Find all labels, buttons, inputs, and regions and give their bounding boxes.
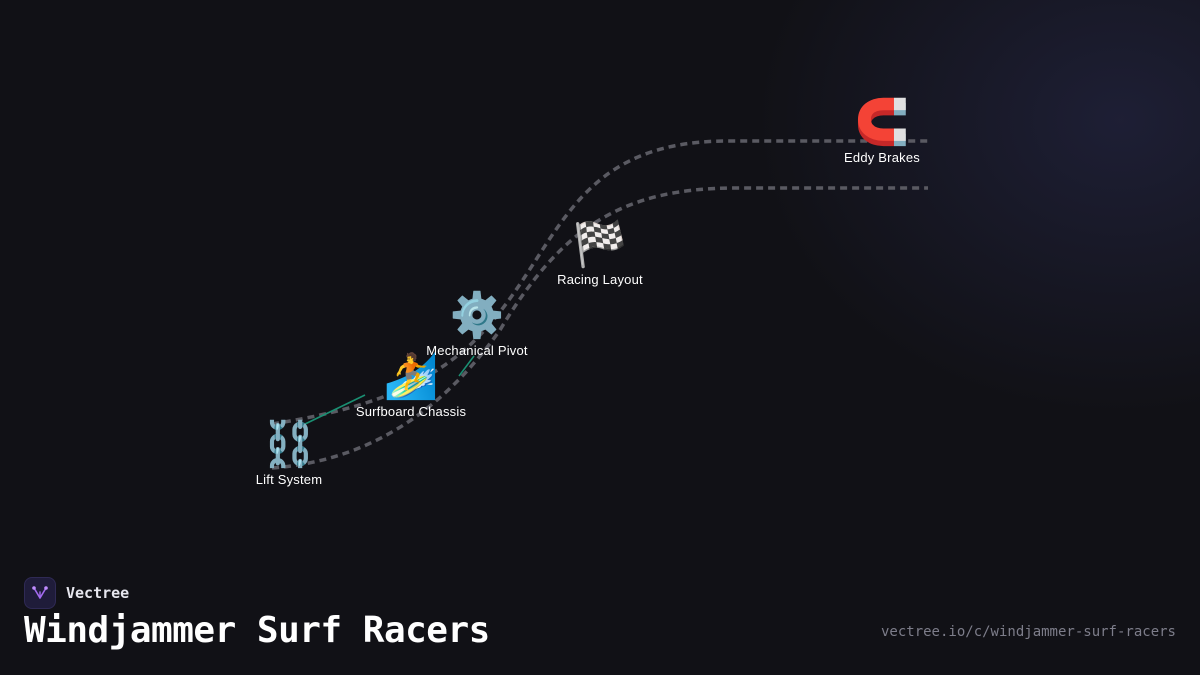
node-label: Eddy Brakes: [844, 150, 920, 165]
brand[interactable]: Vectree: [24, 577, 129, 609]
gear-icon: ⚙️: [449, 291, 505, 340]
node-label: Mechanical Pivot: [426, 343, 528, 358]
brand-name: Vectree: [66, 584, 130, 602]
node-lift-system[interactable]: ⛓️ Lift System: [256, 420, 323, 487]
node-surfboard-chassis[interactable]: 🏄 Surfboard Chassis: [356, 352, 466, 419]
chain-icon: ⛓️: [261, 420, 317, 469]
node-label: Lift System: [255, 472, 323, 487]
node-label: Surfboard Chassis: [355, 404, 467, 419]
track-lower: [271, 186, 928, 470]
page-title: Windjammer Surf Racers: [24, 610, 490, 651]
connector-surfboard-pivot: [458, 355, 475, 377]
track-upper: [271, 139, 928, 426]
vectree-logo-icon: [24, 577, 56, 609]
connector-lift-surfboard: [302, 394, 366, 426]
node-label: Racing Layout: [557, 272, 643, 287]
surfer-icon: 🏄: [383, 352, 439, 401]
magnet-icon: 🧲: [854, 98, 910, 147]
checkered-flag-icon: 🏁: [572, 220, 628, 269]
node-mechanical-pivot[interactable]: ⚙️ Mechanical Pivot: [426, 291, 527, 358]
node-eddy-brakes[interactable]: 🧲 Eddy Brakes: [844, 98, 920, 165]
page-url[interactable]: vectree.io/c/windjammer-surf-racers: [880, 624, 1176, 640]
node-racing-layout[interactable]: 🏁 Racing Layout: [557, 220, 643, 287]
